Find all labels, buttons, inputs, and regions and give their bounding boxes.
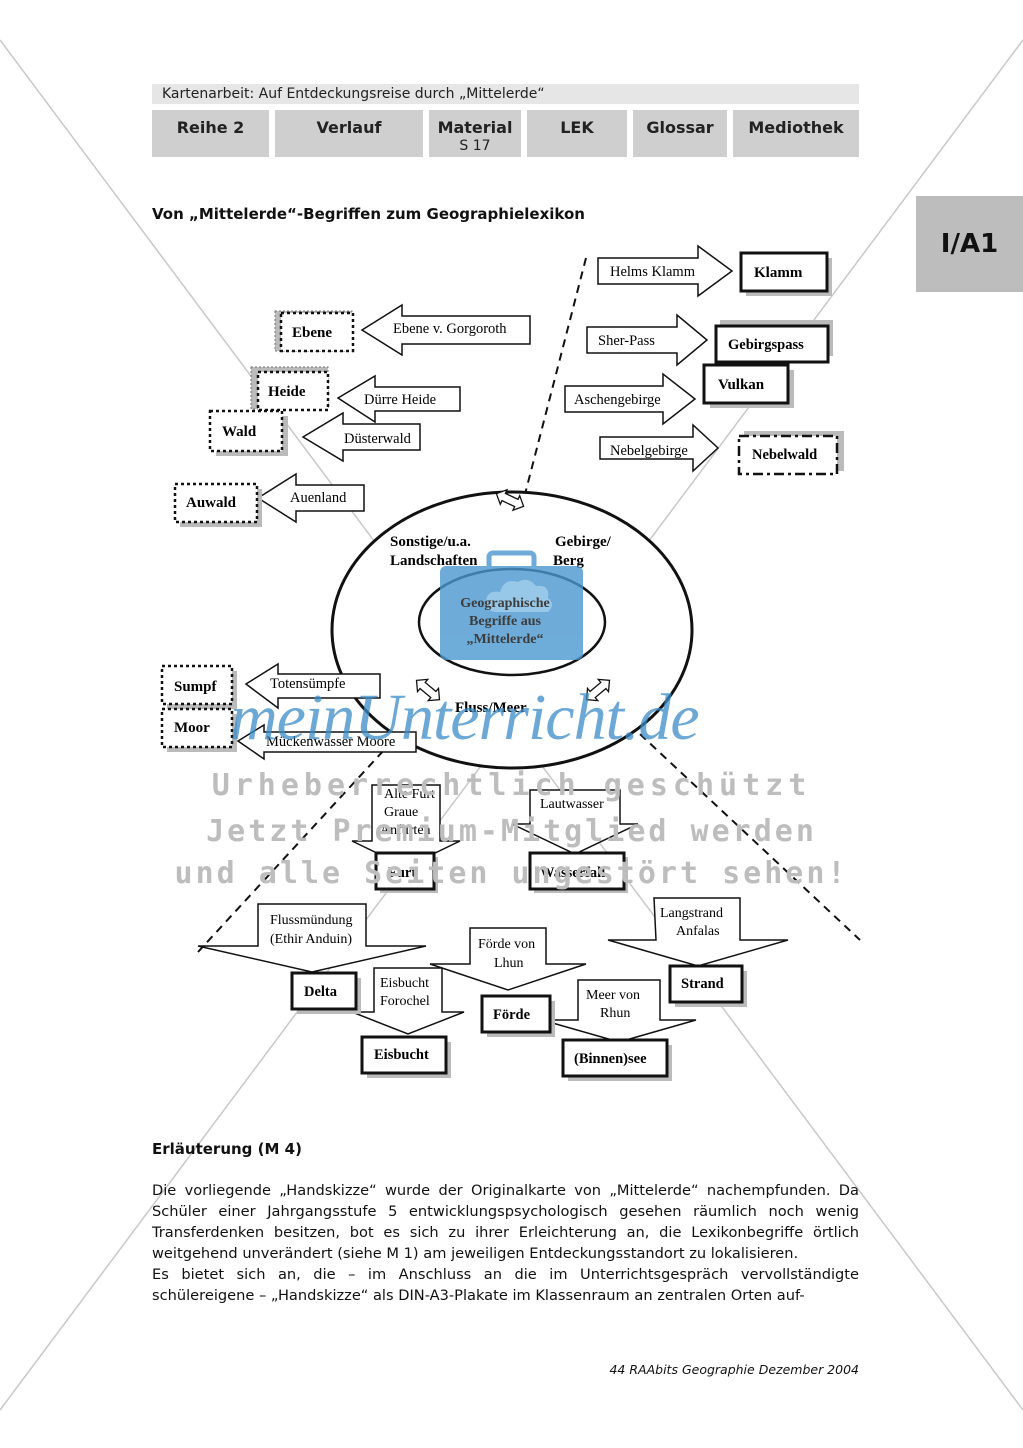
box-nebelwald: Nebelwald [752,447,817,463]
arrow-label-helms-klamm: Helms Klamm [610,264,696,280]
box-binnensee: (Binnen)see [574,1051,647,1067]
arrow-duesterwald [301,411,421,463]
box-wald: Wald [222,424,257,440]
watermark-line-2: Jetzt Premium-Mitglied werden [206,814,817,849]
box-vulkan: Vulkan [718,377,765,393]
box-wasserfall: Wasserfall [540,865,605,881]
tab-glossar[interactable]: Glossar [633,110,727,157]
box-auwald: Auwald [186,495,237,511]
watermark-logo: meinUnterricht.de [230,681,700,754]
arrow-foerde-lhun [429,927,587,991]
box-gebirgspass: Gebirgspass [728,337,804,353]
tab-verlauf[interactable]: Verlauf [275,110,423,157]
center-label-right-1: Gebirge/ [555,534,612,550]
box-delta: Delta [304,984,338,1000]
arrow-lautwasser [511,789,639,855]
arrow-label-auenland: Auenland [290,490,347,506]
page-footer: 44 RAAbits Geographie Dezember 2004 [609,1362,859,1377]
arrow-label-flussmuendung-2: (Ethir Anduin) [270,932,352,947]
arrow-label-meer-rhun-1: Meer von [586,988,640,1003]
arrow-label-langstrand-2: Anfalas [676,924,720,939]
explanation-text: Die vorliegende „Handskizze“ wurde der O… [152,1180,859,1306]
arrow-label-foerde-1: Förde von [478,937,535,952]
arrow-label-nebelgebirge: Nebelgebirge [610,443,688,459]
arrow-aschengebirge [564,372,697,426]
center-label-left-2: Landschaften [390,553,478,569]
watermark-line-1: Urheberrechtlich geschützt [211,768,812,803]
arrow-label-alte-furt-2: Graue [384,805,418,820]
inner-label-3: „Mittelerde“ [467,632,544,647]
tab-reihe[interactable]: Reihe 2 [152,110,269,157]
box-foerde: Förde [493,1007,531,1023]
arrow-ebene-gorgoroth [360,303,531,357]
arrow-label-sher-pass: Sher-Pass [598,333,655,349]
explanation-paragraph-2: Es bietet sich an, die – im Anschluss an… [152,1266,859,1304]
briefcase-logo-icon [440,550,583,660]
box-klamm: Klamm [754,265,803,281]
arrow-meer-rhun [541,979,697,1043]
arrow-label-aschengebirge: Aschengebirge [574,392,661,408]
header-title: Kartenarbeit: Auf Entdeckungsreise durch… [152,84,859,104]
arrow-eisbucht [351,967,465,1035]
box-furt: Furt [388,865,416,881]
arrow-flussmuendung [197,903,427,973]
box-heide: Heide [268,384,306,400]
explanation-title: Erläuterung (M 4) [152,1140,302,1158]
explanation-paragraph-1: Die vorliegende „Handskizze“ wurde der O… [152,1182,859,1262]
arrow-label-totensuempfe: Totensümpfe [270,676,346,692]
arrow-sher-pass [586,313,709,367]
arrow-helms-klamm [597,244,734,298]
center-label-left-1: Sonstige/u.a. [390,534,471,550]
box-ebene: Ebene [292,325,332,341]
arrow-label-foerde-2: Lhun [494,956,524,971]
arrow-auenland [256,472,365,524]
arrow-mueckenwasser [236,723,417,761]
arrow-label-gorgoroth: Ebene v. Gorgoroth [393,321,507,337]
arrow-label-alte-furt-3: Anfurten [380,823,431,838]
arrow-nebelgebirge [599,423,720,473]
arrow-langstrand [607,897,789,967]
arrow-label-meer-rhun-2: Rhun [600,1006,630,1021]
side-tab-label: I/A1 [916,196,1023,292]
center-label-right-2: Berg [553,553,584,569]
double-arrow-icon [415,488,611,702]
arrow-label-eisbucht-1: Eisbucht [380,976,429,991]
box-moor: Moor [174,720,210,736]
section-title: Von „Mittelerde“-Begriffen zum Geographi… [152,205,585,223]
inner-label-2: Begriffe aus [469,614,541,629]
arrow-label-alte-furt-1: Alte Furt [384,787,435,802]
arrow-label-duesterwald: Düsterwald [344,431,412,447]
tab-lek[interactable]: LEK [527,110,627,157]
arrow-label-duerre-heide: Dürre Heide [364,392,436,408]
arrow-label-langstrand-1: Langstrand [660,906,723,921]
arrow-label-mueckenwasser: Mückenwasser Moore [266,734,395,750]
box-sumpf: Sumpf [174,679,218,695]
center-label-bottom: Fluss/Meer [455,700,527,716]
arrow-duerre-heide [336,374,461,424]
tab-material-page: S 17 [459,138,491,154]
watermark-line-3: und alle Seiten ungestört sehen! [174,856,849,891]
arrow-label-eisbucht-2: Forochel [380,994,430,1009]
inner-label-1: Geographische [460,596,549,611]
arrow-label-flussmuendung-1: Flussmündung [270,913,352,928]
tab-mediothek[interactable]: Mediothek [733,110,859,157]
arrow-totensuempfe [244,662,381,710]
box-eisbucht: Eisbucht [374,1047,429,1063]
box-strand: Strand [681,976,724,992]
arrow-label-lautwasser: Lautwasser [540,797,604,812]
